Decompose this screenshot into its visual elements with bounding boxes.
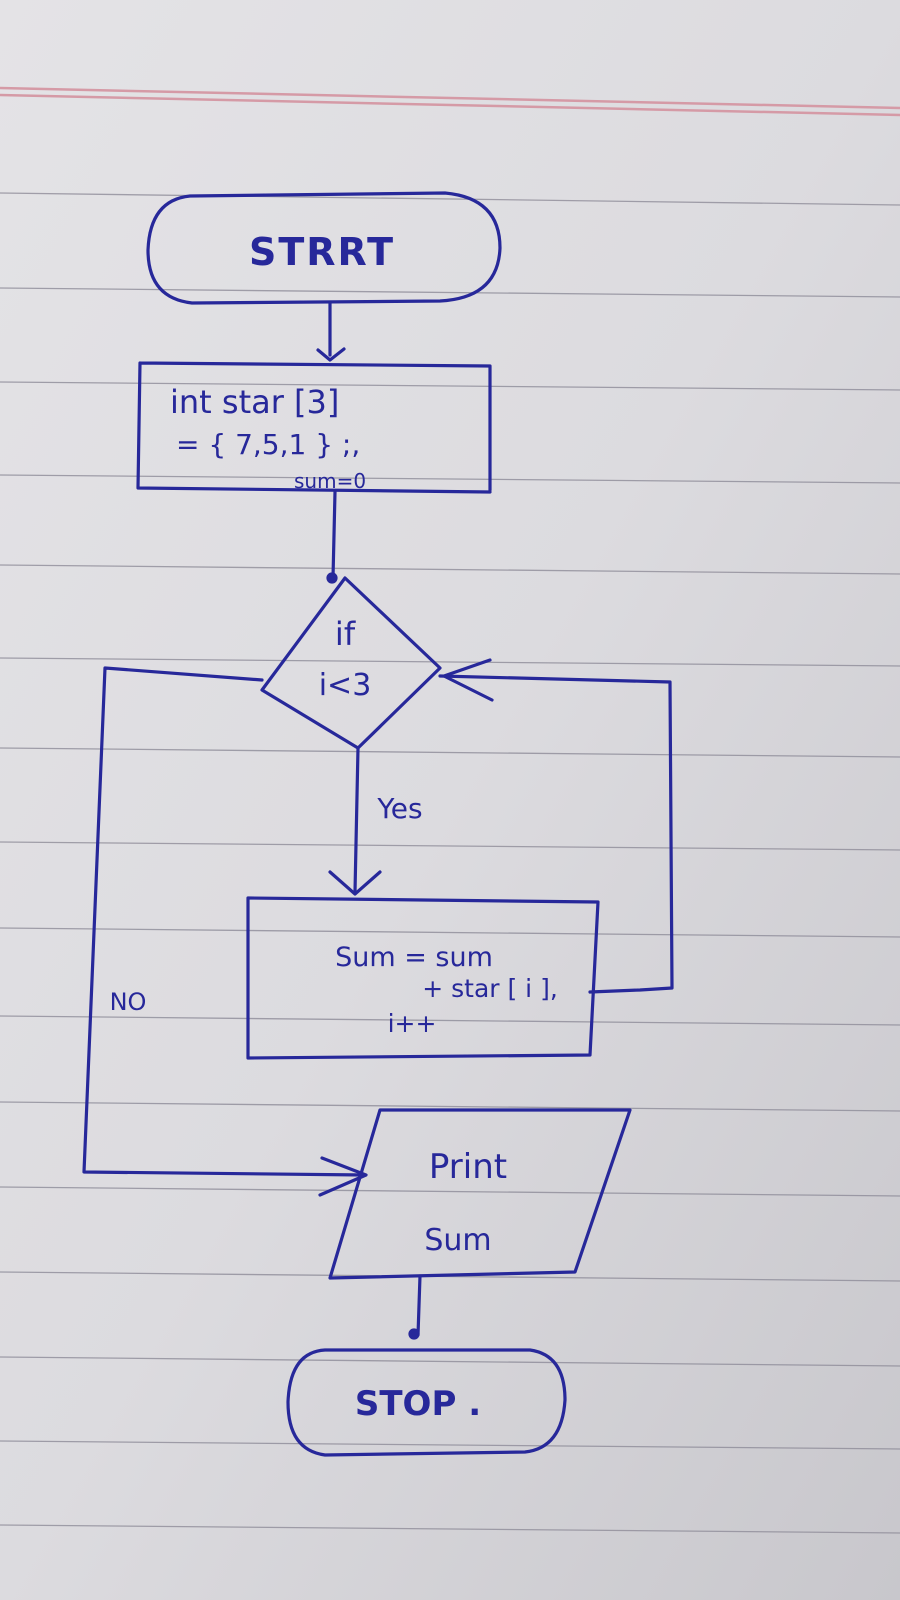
flowchart: [82, 191, 674, 1457]
margin-line: [0, 86, 900, 117]
no-label: NO: [110, 988, 147, 1016]
loop-back-line: [438, 674, 674, 994]
output-parallelogram: [328, 1108, 632, 1280]
init-line-3: sum=0: [294, 469, 366, 493]
init-line-2: = { 7,5,1 } ;,: [176, 428, 360, 461]
connector-output-to-stop: [416, 1274, 422, 1337]
stop-label: STOP .: [355, 1384, 481, 1424]
init-line-1: int star [3]: [170, 383, 339, 421]
output-line-2: Sum: [424, 1223, 491, 1258]
arrowhead-no: [318, 1156, 368, 1197]
connector-init-to-decision: [331, 490, 337, 580]
process-line-1: Sum = sum: [335, 942, 493, 973]
stop-terminator: [286, 1348, 567, 1457]
start-label: STRRT: [249, 230, 395, 274]
junction-dot-stop: [408, 1328, 420, 1340]
init-box: [136, 361, 492, 494]
condition-line-1: if: [335, 615, 356, 653]
flowchart-labels: STRRT int star [3] = { 7,5,1 } ;, sum=0 …: [110, 230, 558, 1424]
connector-no: [82, 666, 367, 1177]
process-line-3: i++: [388, 1009, 437, 1038]
arrowhead-init: [316, 347, 346, 362]
output-line-1: Print: [429, 1147, 507, 1187]
condition-line-2: i<3: [319, 668, 372, 703]
junction-dot: [326, 572, 338, 584]
yes-label: Yes: [376, 792, 422, 825]
process-line-2: + star [ i ],: [422, 974, 558, 1003]
process-box: [246, 896, 600, 1060]
arrowhead-process: [328, 870, 382, 896]
connector-yes: [353, 746, 360, 894]
start-terminator: [146, 191, 502, 305]
arrowhead-loop: [442, 658, 494, 702]
